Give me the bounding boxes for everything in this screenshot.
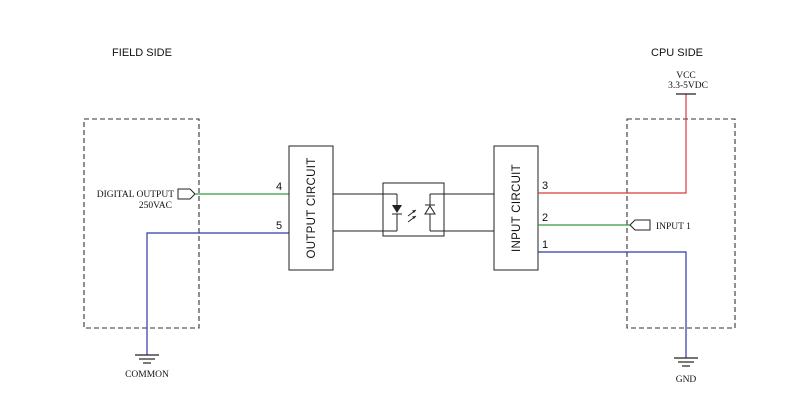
input-circuit-label: INPUT CIRCUIT xyxy=(511,164,523,252)
output-pin-4-label: 4 xyxy=(276,181,282,193)
digital-output-label: DIGITAL OUTPUT xyxy=(97,190,174,200)
cpu-side-title: CPU SIDE xyxy=(651,47,703,59)
optocoupler-icon xyxy=(382,182,445,237)
common-ground-icon xyxy=(135,354,159,364)
gnd-ground-icon xyxy=(674,357,698,367)
vcc-wire-pin-3 xyxy=(538,94,687,194)
digital-output-connector-icon xyxy=(177,188,196,200)
common-label: COMMON xyxy=(125,370,169,380)
field-side-title: FIELD SIDE xyxy=(112,47,172,59)
input-circuit-block xyxy=(493,145,539,271)
gnd-wire-pin-1 xyxy=(538,251,687,358)
vcc-range-label: 3.3-5VDC xyxy=(668,81,708,91)
output-circuit-label: OUTPUT CIRCUIT xyxy=(306,157,318,258)
cpu-device-enclosure xyxy=(626,118,736,329)
output-circuit-block xyxy=(288,145,334,271)
input-1-connector-icon xyxy=(629,219,651,231)
output-pin-5-label: 5 xyxy=(276,220,282,232)
input-pin-2-label: 2 xyxy=(542,212,548,224)
common-wire-pin-5 xyxy=(146,232,289,355)
digital-output-rating: 250VAC xyxy=(139,201,172,211)
field-device-enclosure xyxy=(83,118,200,329)
input-pin-3-label: 3 xyxy=(542,180,548,192)
input-1-label: INPUT 1 xyxy=(656,222,691,232)
vcc-label: VCC xyxy=(676,71,696,81)
input-pin-1-label: 1 xyxy=(542,239,548,251)
gnd-label: GND xyxy=(676,375,697,385)
